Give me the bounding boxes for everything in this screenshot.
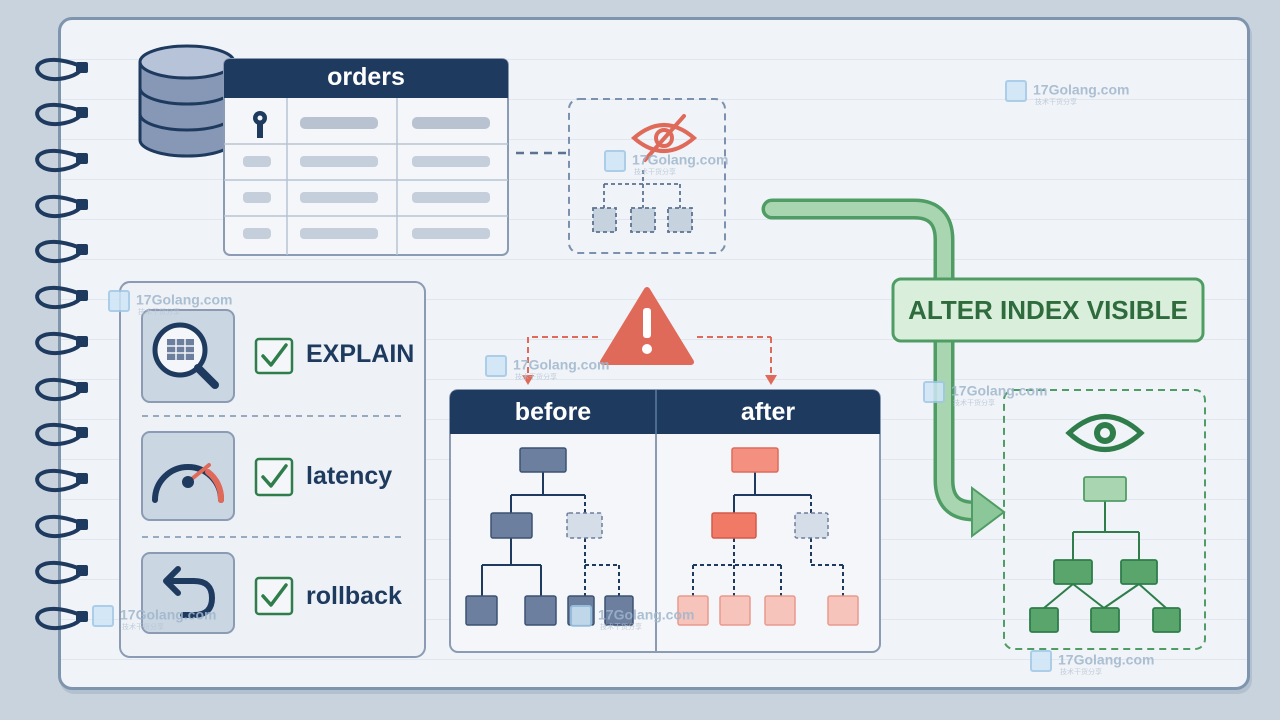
spiral-ring <box>35 560 88 585</box>
table-name: orders <box>327 63 405 91</box>
spiral-ring <box>35 422 88 447</box>
arrowhead-down-icon <box>765 375 777 385</box>
warning-branches <box>527 336 772 376</box>
spiral-ring <box>35 57 88 82</box>
spiral-ring <box>35 102 88 127</box>
arrowhead-down-icon <box>522 375 534 385</box>
check-label-latency: latency <box>306 462 393 490</box>
flow-arrow-green <box>761 198 1006 538</box>
before-after-panel <box>449 389 881 653</box>
alter-index-visible-label: ALTER INDEX VISIBLE <box>908 295 1188 325</box>
checklist-panel <box>119 281 426 658</box>
warning-icon <box>600 287 694 365</box>
check-icon <box>254 337 294 375</box>
eye-icon <box>1065 414 1145 452</box>
spiral-ring <box>35 606 88 631</box>
spiral-ring <box>35 331 88 356</box>
undo-arrow-icon <box>163 566 216 618</box>
primary-key-icon <box>253 111 267 138</box>
spiral-ring <box>35 285 88 310</box>
spiral-ring <box>35 468 88 493</box>
database-icon <box>138 44 236 158</box>
visible-index-box <box>1003 389 1206 650</box>
alter-index-label-box <box>891 277 1205 343</box>
check-icon <box>254 576 294 616</box>
check-label-explain: EXPLAIN <box>306 340 415 368</box>
speedometer-icon <box>152 463 225 503</box>
check-label-rollback: rollback <box>306 582 402 610</box>
spiral-ring <box>35 194 88 219</box>
spiral-ring <box>35 377 88 402</box>
orders-table <box>223 58 509 256</box>
spiral-ring <box>35 514 88 539</box>
explain-magnifier-icon <box>152 322 219 389</box>
after-label: after <box>740 398 796 426</box>
spiral-ring <box>35 239 88 264</box>
spiral-ring <box>35 148 88 173</box>
before-label: before <box>514 398 592 426</box>
eye-slash-icon <box>630 114 698 162</box>
spiral-binding <box>35 57 88 631</box>
check-icon <box>254 457 294 497</box>
invisible-index-box <box>568 98 726 254</box>
